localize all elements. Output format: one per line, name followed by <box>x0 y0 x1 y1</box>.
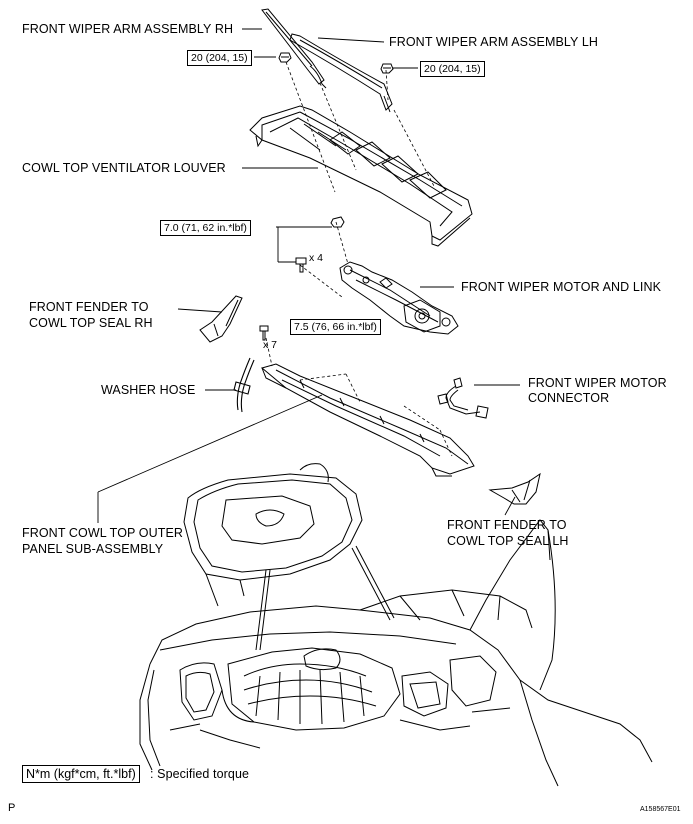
assembly-guides <box>265 61 453 457</box>
fender-seal-lh-drawing <box>488 472 541 505</box>
outer-panel-label-line1: FRONT COWL TOP OUTER <box>22 526 184 540</box>
wiper-arm-lh-label: FRONT WIPER ARM ASSEMBLY LH <box>389 35 598 49</box>
footer-left-mark: P <box>8 802 16 814</box>
cowl-louver-drawing <box>249 105 473 247</box>
wiper-motor-link-drawing <box>339 261 459 335</box>
fender-seal-lh-label-line2: COWL TOP SEAL LH <box>447 534 569 548</box>
wiper-arm-lh-drawing <box>289 33 393 113</box>
cowl-louver-label: COWL TOP VENTILATOR LOUVER <box>22 161 226 175</box>
arm-lh-torque-box: 20 (204, 15) <box>420 61 485 77</box>
outer-panel-drawing <box>260 363 475 477</box>
panel-bolt <box>259 325 269 341</box>
motor-connector-label-line1: FRONT WIPER MOTOR <box>528 376 667 390</box>
washer-hose-label: WASHER HOSE <box>101 383 196 397</box>
leader-lines <box>97 28 520 523</box>
wiper-arm-rh-label: FRONT WIPER ARM ASSEMBLY RH <box>22 22 234 36</box>
torque-legend-text: : Specified torque <box>150 767 250 781</box>
motor-bolt-quantity: x 4 <box>309 252 324 264</box>
fender-seal-rh-label-line1: FRONT FENDER TO <box>29 300 149 314</box>
motor-fasteners <box>295 216 345 273</box>
washer-hose-drawing <box>233 357 255 413</box>
panel-bolt-torque-box: 7.5 (76, 66 in.*lbf) <box>290 319 381 335</box>
motor-bolt-torque-box: 7.0 (71, 62 in.*lbf) <box>160 220 251 236</box>
outer-panel-label-line2: PANEL SUB-ASSEMBLY <box>22 542 164 556</box>
arm-rh-torque-box: 20 (204, 15) <box>187 50 252 66</box>
motor-connector-drawing <box>437 377 489 419</box>
vehicle-drawing <box>139 463 653 787</box>
panel-bolt-quantity: x 7 <box>263 339 278 351</box>
motor-connector-label-line2: CONNECTOR <box>528 391 610 405</box>
wiper-motor-link-label: FRONT WIPER MOTOR AND LINK <box>461 280 662 294</box>
wiper-arm-rh-drawing <box>261 8 327 89</box>
fender-seal-rh-drawing <box>199 295 243 343</box>
arm-nuts <box>278 52 394 74</box>
figure-id: A158567E01 <box>640 806 681 813</box>
torque-unit-legend: N*m (kgf*cm, ft.*lbf) <box>22 765 140 783</box>
fender-seal-lh-label-line1: FRONT FENDER TO <box>447 518 567 532</box>
fender-seal-rh-label-line2: COWL TOP SEAL RH <box>29 316 153 330</box>
